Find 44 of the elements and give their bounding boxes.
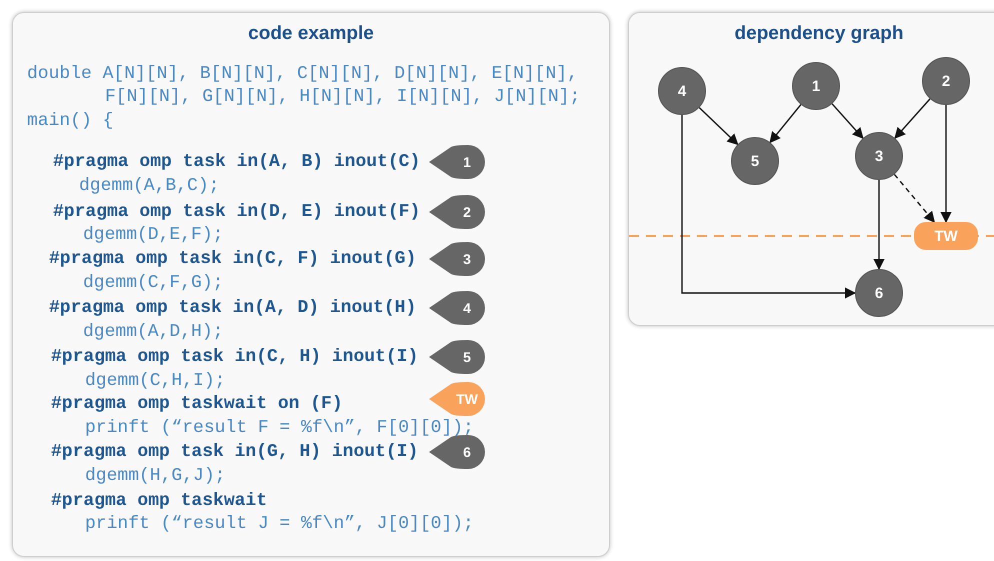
task-circle: 4 <box>658 67 706 115</box>
pragma-line: #pragma omp task in(A, D) inout(H) <box>49 297 416 319</box>
pragma-line: #pragma omp task in(G, H) inout(I) <box>51 441 418 463</box>
task-tag: 4 <box>429 291 485 325</box>
pragma-line: #pragma omp taskwait on (F) <box>51 393 343 415</box>
code-line: dgemm(A,D,H); <box>83 321 224 343</box>
task-circle: 1 <box>792 62 840 110</box>
panel-title: dependency graph <box>734 23 904 45</box>
panel-title: code example <box>248 23 374 45</box>
pragma-line: #pragma omp task in(C, F) inout(G) <box>49 248 416 270</box>
code-line: prinft (“result J = %f\n”, J[0][0]); <box>85 513 474 535</box>
task-tag: 6 <box>429 435 485 469</box>
pragma-line: #pragma omp task in(A, B) inout(C) <box>53 151 420 173</box>
arrow <box>894 174 936 223</box>
task-tag: 3 <box>429 242 485 276</box>
task-circle: 3 <box>855 132 903 180</box>
code-line: dgemm(D,E,F); <box>83 224 224 246</box>
code-line: dgemm(C,H,I); <box>85 370 226 392</box>
task-tag: 5 <box>429 340 485 374</box>
arrow <box>894 98 931 139</box>
task-tag: 2 <box>429 195 485 229</box>
arrow <box>940 105 952 224</box>
task-tag: 1 <box>429 145 485 179</box>
taskwait-pill: TW <box>914 222 978 250</box>
pragma-line: #pragma omp taskwait <box>51 490 268 512</box>
graph-panel <box>628 12 994 326</box>
arrow <box>873 180 885 270</box>
arrow <box>832 103 864 140</box>
pragma-line: #pragma omp task in(C, H) inout(I) <box>51 346 418 368</box>
code-line: dgemm(A,B,C); <box>79 175 220 197</box>
code-line: dgemm(C,F,G); <box>83 272 224 294</box>
code-line: F[N][N], G[N][N], H[N][N], I[N][N], J[N][N]; <box>105 86 580 108</box>
pragma-line: #pragma omp task in(D, E) inout(F) <box>53 201 420 223</box>
code-line: dgemm(H,G,J); <box>85 465 226 487</box>
task-tag: TW <box>429 382 485 416</box>
task-circle: 6 <box>855 269 903 317</box>
task-circle: 2 <box>922 57 970 105</box>
code-line: main() { <box>27 110 114 132</box>
arrow <box>681 115 856 299</box>
arrow <box>769 104 802 144</box>
task-circle: 5 <box>731 137 779 185</box>
code-line: double A[N][N], B[N][N], C[N][N], D[N][N], E[N][N], <box>27 63 578 85</box>
code-panel <box>12 12 610 557</box>
arrow <box>698 107 738 146</box>
